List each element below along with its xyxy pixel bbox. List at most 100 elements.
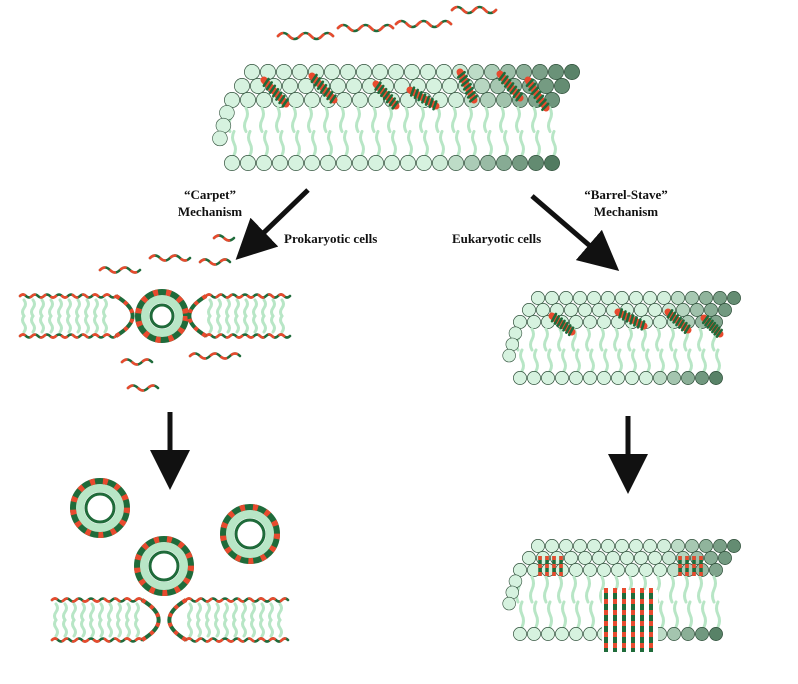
- lipid-head-icon: [244, 64, 260, 80]
- lipid-head-icon: [527, 627, 541, 641]
- bilayer-fragment-icon: [18, 293, 135, 339]
- micelle-products: [50, 478, 290, 643]
- lipid-head-icon: [502, 596, 516, 611]
- lipid-head-icon: [531, 291, 545, 305]
- lipid-head-icon: [657, 539, 671, 553]
- prokaryotic-cells-label: Prokaryotic cells: [284, 231, 378, 246]
- carpet-mechanism-label: “Carpet” Mechanism: [160, 186, 260, 220]
- lipid-head-icon: [404, 64, 420, 80]
- lipid-head-icon: [548, 64, 564, 80]
- lipid-head-icon: [569, 563, 583, 577]
- carpet-label-line2: Mechanism: [177, 204, 243, 219]
- peptide-coat-icon: [50, 597, 144, 603]
- peptide-helix-icon: [524, 76, 550, 112]
- lipid-head-icon: [516, 64, 532, 80]
- lipid-head-icon: [578, 551, 592, 565]
- lipid-head-icon: [597, 371, 611, 385]
- lipid-head-icon: [528, 155, 544, 171]
- lipid-head-icon: [587, 291, 601, 305]
- lipid-head-icon: [272, 155, 288, 171]
- lipid-head-icon: [474, 78, 490, 94]
- lipid-head-icon: [685, 539, 699, 553]
- micelle-icon: [70, 478, 130, 538]
- barrel-stave-membrane: [502, 291, 741, 385]
- lipid-head-icon: [555, 371, 569, 385]
- lipid-head-icon: [564, 64, 580, 80]
- lipid-head-icon: [625, 563, 639, 577]
- lipid-head-icon: [643, 291, 657, 305]
- lipid-head-icon: [541, 627, 555, 641]
- lipid-head-icon: [394, 78, 410, 94]
- lipid-head-icon: [709, 371, 723, 385]
- peptide-coat-icon: [18, 333, 118, 339]
- lipid-head-icon: [667, 371, 681, 385]
- bilayer-fragment-icon: [50, 597, 161, 643]
- lipid-head-icon: [288, 92, 304, 108]
- lipid-head-icon: [368, 155, 384, 171]
- lipid-head-icon: [690, 303, 704, 317]
- lipid-head-icon: [597, 315, 611, 329]
- top-membrane: [212, 5, 580, 171]
- peptide-helix-icon: [548, 312, 576, 337]
- lipid-head-icon: [699, 539, 713, 553]
- lipid-head-icon: [597, 563, 611, 577]
- lipid-head-icon: [583, 563, 597, 577]
- lipid-head-icon: [496, 155, 512, 171]
- peptide-chain-icon: [450, 5, 498, 15]
- lipid-head-icon: [648, 303, 662, 317]
- transmembrane-pore-icon: [602, 588, 658, 652]
- lipid-head-icon: [615, 291, 629, 305]
- lipid-head-icon: [704, 303, 718, 317]
- lipid-head-icon: [629, 539, 643, 553]
- lipid-head-icon: [695, 627, 709, 641]
- carpet-label-line1: “Carpet”: [184, 187, 236, 202]
- peptide-chain-icon: [148, 254, 192, 262]
- lipid-head-icon: [426, 78, 442, 94]
- lipid-head-icon: [527, 371, 541, 385]
- arrow-icon: [235, 188, 310, 260]
- lipid-head-icon: [432, 155, 448, 171]
- lipid-head-icon: [416, 155, 432, 171]
- lipid-head-icon: [643, 539, 657, 553]
- lipid-head-icon: [611, 563, 625, 577]
- lipid-head-icon: [292, 64, 308, 80]
- lipid-head-icon: [620, 551, 634, 565]
- peptide-chain-icon: [126, 384, 160, 392]
- lipid-head-icon: [442, 78, 458, 94]
- peptide-helix-icon: [308, 72, 338, 104]
- lipid-head-icon: [727, 291, 741, 305]
- lipid-head-icon: [606, 551, 620, 565]
- arrow-icon: [530, 194, 620, 272]
- lipid-head-icon: [676, 303, 690, 317]
- peptide-chain-icon: [276, 31, 335, 41]
- lipid-head-icon: [653, 315, 667, 329]
- lipid-head-icon: [448, 92, 464, 108]
- lipid-head-icon: [601, 539, 615, 553]
- lipid-head-icon: [522, 551, 536, 565]
- lipid-head-icon: [336, 92, 352, 108]
- barrel-label-line1: “Barrel-Stave”: [584, 187, 668, 202]
- lipid-head-icon: [372, 64, 388, 80]
- lipid-head-icon: [583, 627, 597, 641]
- peptide-helix-icon: [614, 308, 648, 331]
- lipid-head-icon: [573, 539, 587, 553]
- lipid-head-icon: [352, 92, 368, 108]
- lipid-head-icon: [699, 291, 713, 305]
- lipid-head-icon: [340, 64, 356, 80]
- lipid-head-icon: [320, 155, 336, 171]
- lipid-head-icon: [662, 551, 676, 565]
- lipid-head-icon: [224, 155, 240, 171]
- lipid-head-icon: [718, 303, 732, 317]
- lipid-head-icon: [592, 551, 606, 565]
- micelle-icon: [220, 504, 280, 564]
- lipid-head-icon: [538, 78, 554, 94]
- lipid-head-icon: [531, 539, 545, 553]
- lipid-head-icon: [336, 155, 352, 171]
- lipid-head-icon: [671, 539, 685, 553]
- lipid-head-icon: [388, 64, 404, 80]
- lipid-head-icon: [356, 64, 372, 80]
- lipid-head-icon: [653, 371, 667, 385]
- peptide-helix-icon: [664, 308, 692, 335]
